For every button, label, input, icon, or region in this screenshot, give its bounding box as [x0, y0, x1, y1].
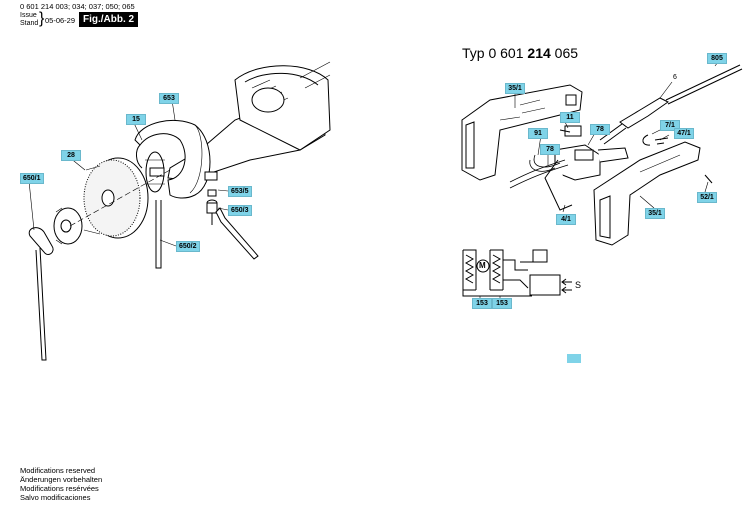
issue-label: Issue: [20, 12, 37, 19]
handle-half-bottom-drawing: [593, 141, 701, 246]
issue-date: 05-06-29: [45, 16, 76, 25]
callout-52-1[interactable]: 52/1: [697, 192, 717, 203]
callout-153-a[interactable]: 153: [472, 298, 492, 309]
motor-symbol: M: [479, 261, 486, 270]
guard-drawing: [134, 119, 218, 199]
callout-35-1-bottom[interactable]: 35/1: [645, 208, 665, 219]
callout-28[interactable]: 28: [61, 150, 81, 161]
callout-78-a[interactable]: 78: [590, 124, 610, 135]
callout-7-1[interactable]: 7/1: [660, 120, 680, 131]
callout-650-3[interactable]: 650/3: [228, 205, 252, 216]
callout-4-1[interactable]: 4/1: [556, 214, 576, 225]
footer-line: Modifications resérvées: [20, 484, 99, 493]
issue-stand-labels: Issue Stand: [20, 12, 38, 28]
type-heading: Typ 0 601 214 065: [462, 45, 578, 61]
callout-653-5[interactable]: 653/5: [228, 186, 252, 197]
switch-symbol: S: [575, 280, 582, 290]
callout-653[interactable]: 653: [159, 93, 179, 104]
footer-notes: Modifications reserved Änderungen vorbeh…: [20, 466, 102, 502]
callout-650-1[interactable]: 650/1: [20, 173, 44, 184]
rod-drawing: [155, 200, 162, 269]
callout-11[interactable]: 11: [560, 112, 580, 123]
flange-drawing: [145, 151, 165, 193]
clamp-drawing: [642, 134, 651, 146]
spanner-drawing: [28, 227, 54, 361]
flange-nut-drawing: [53, 207, 83, 245]
part-numbers: 0 601 214 003; 034; 037; 050; 065: [20, 2, 135, 11]
callout-78-b[interactable]: 78: [540, 144, 560, 155]
cable-drawing: [599, 64, 743, 145]
figure-label: Fig./Abb. 2: [79, 12, 139, 27]
module-drawing: [559, 125, 582, 137]
callout-15[interactable]: 15: [126, 114, 146, 125]
callout-6[interactable]: 6: [673, 74, 677, 81]
footer-line: Änderungen vorbehalten: [20, 475, 103, 484]
switch-drawing: [544, 144, 629, 211]
wiring-schematic-drawing: [462, 249, 572, 302]
callout-47-1[interactable]: 47/1: [674, 128, 694, 139]
stand-label: Stand: [20, 20, 39, 27]
hex-key-drawing: [215, 207, 259, 260]
grinding-wheel-drawing: [83, 157, 149, 239]
callout-650-2[interactable]: 650/2: [176, 241, 200, 252]
brace-symbol: }: [39, 10, 45, 27]
footer-line: Salvo modificaciones: [20, 493, 91, 502]
callout-153-b[interactable]: 153: [492, 298, 512, 309]
wires-drawing: [509, 154, 569, 189]
footer-line: Modifications reserved: [20, 466, 96, 475]
type-number-end: 065: [554, 45, 579, 61]
type-prefix: Typ: [462, 45, 485, 61]
motor-circle: [476, 259, 490, 273]
callout-805[interactable]: 805: [707, 53, 727, 64]
screw-drawing: [206, 189, 218, 225]
type-number-start: 0 601: [488, 45, 524, 61]
color-swatch: [567, 354, 581, 363]
screw-52-drawing: [704, 174, 713, 184]
callout-91[interactable]: 91: [528, 128, 548, 139]
callout-35-1-top[interactable]: 35/1: [505, 83, 525, 94]
type-number-bold: 214: [527, 45, 551, 61]
